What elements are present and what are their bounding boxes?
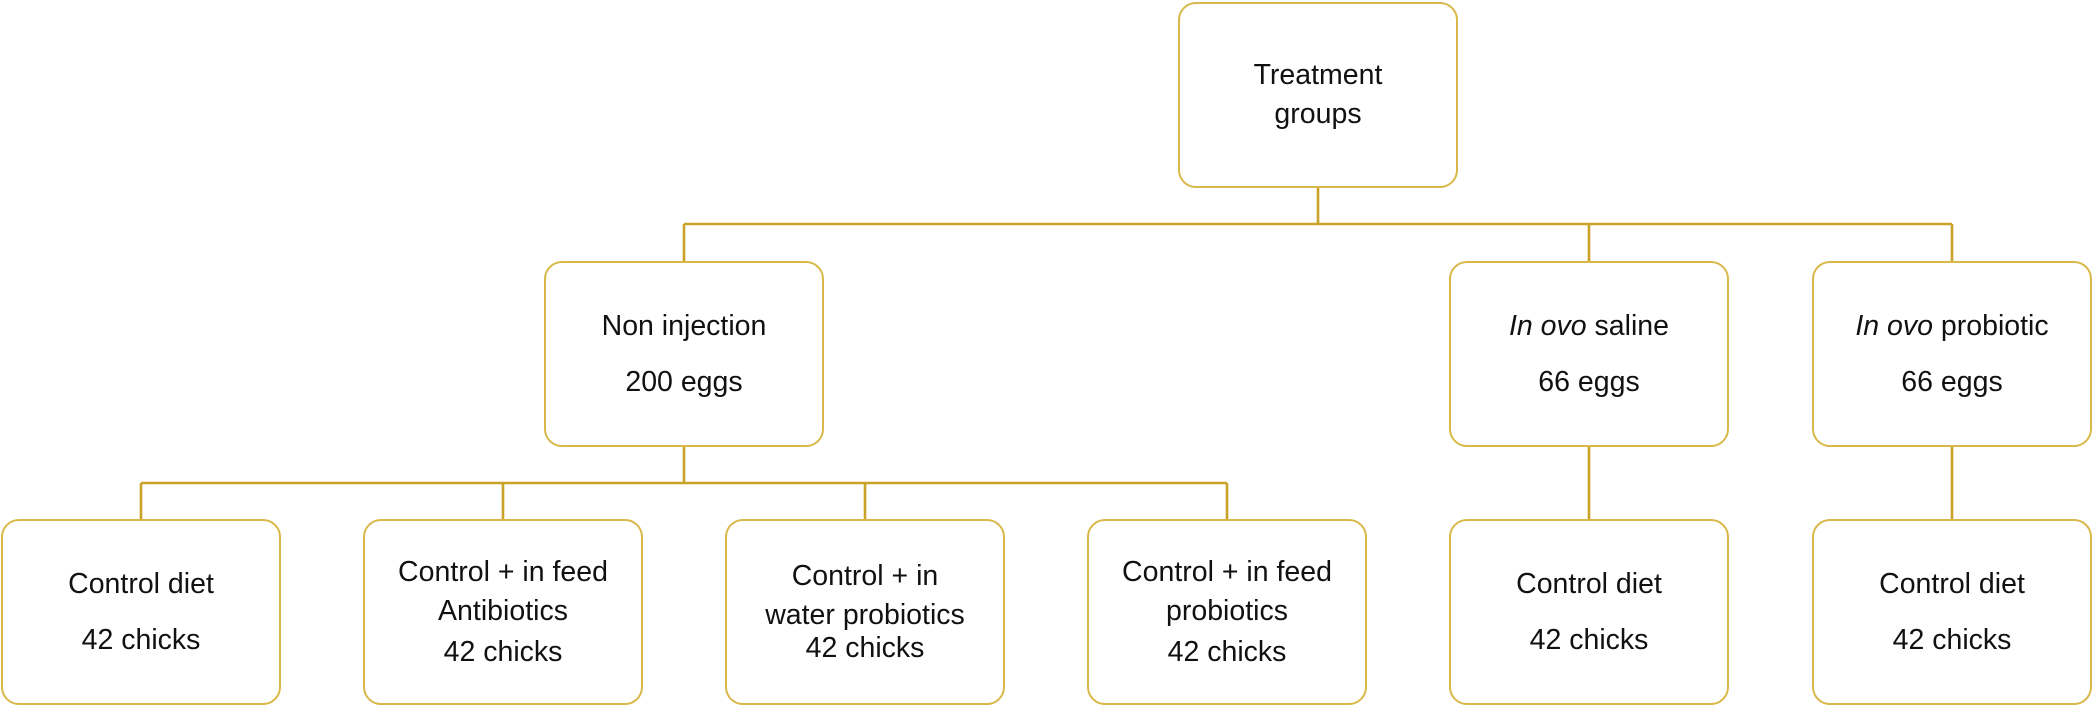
in-ovo-probiotic-title-rest: probiotic xyxy=(1932,309,2049,342)
treatment-groups-title: Treatment groups xyxy=(1218,56,1418,134)
in-ovo-saline-box: In ovo saline 66 eggs xyxy=(1449,261,1729,447)
non-injection-box: Non injection 200 eggs xyxy=(544,261,824,447)
feed-probiotics-label-line1: Control + in feed xyxy=(1122,555,1332,588)
water-probiotics-label-line2: water probiotics xyxy=(765,598,965,631)
in-ovo-italic: In ovo xyxy=(1508,309,1587,342)
in-ovo-saline-title-rest: saline xyxy=(1586,309,1670,342)
saline-control-diet-label: Control diet xyxy=(1516,567,1662,600)
water-probiotics-count: 42 chicks xyxy=(805,631,925,664)
water-probiotics-label-line1: Control + in xyxy=(791,559,939,592)
treatment-groups-line1: Treatment xyxy=(1253,59,1383,91)
control-diet-label: Control diet xyxy=(68,567,214,600)
non-injection-count: 200 eggs xyxy=(625,365,743,398)
antibiotics-label-line2: Antibiotics xyxy=(438,594,568,627)
treatment-groups-box: Treatment groups xyxy=(1178,2,1458,188)
antibiotics-box: Control + in feed Antibiotics 42 chicks xyxy=(363,519,643,705)
probiotic-control-diet-count: 42 chicks xyxy=(1892,623,2012,656)
in-ovo-probiotic-count: 66 eggs xyxy=(1901,365,2003,398)
in-ovo-saline-title: In ovo saline xyxy=(1509,307,1669,346)
treatment-groups-line2: groups xyxy=(1274,98,1362,130)
antibiotics-label-line1: Control + in feed xyxy=(398,555,608,588)
probiotic-control-diet-box: Control diet 42 chicks xyxy=(1812,519,2092,705)
feed-probiotics-label-line2: probiotics xyxy=(1166,594,1288,627)
control-diet-box: Control diet 42 chicks xyxy=(1,519,281,705)
antibiotics-count: 42 chicks xyxy=(443,635,563,668)
saline-control-diet-box: Control diet 42 chicks xyxy=(1449,519,1729,705)
feed-probiotics-box: Control + in feed probiotics 42 chicks xyxy=(1087,519,1367,705)
in-ovo-saline-count: 66 eggs xyxy=(1538,365,1640,398)
control-diet-count: 42 chicks xyxy=(81,623,201,656)
in-ovo-italic: In ovo xyxy=(1855,309,1933,342)
water-probiotics-box: Control + in water probiotics 42 chicks xyxy=(725,519,1005,705)
non-injection-title: Non injection xyxy=(601,309,767,342)
saline-control-diet-count: 42 chicks xyxy=(1529,623,1649,656)
in-ovo-probiotic-title: In ovo probiotic xyxy=(1855,307,2048,346)
in-ovo-probiotic-box: In ovo probiotic 66 eggs xyxy=(1812,261,2092,447)
feed-probiotics-count: 42 chicks xyxy=(1167,635,1287,668)
probiotic-control-diet-label: Control diet xyxy=(1879,567,2025,600)
